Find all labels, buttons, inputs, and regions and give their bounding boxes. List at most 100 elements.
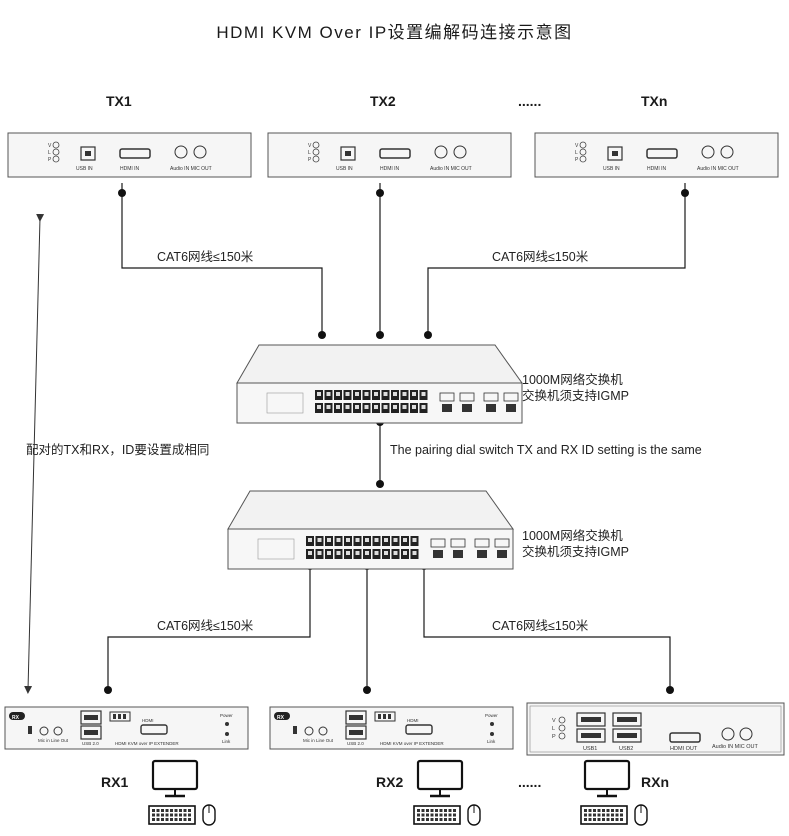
keyboard-key xyxy=(584,809,587,812)
switch-top xyxy=(236,344,523,424)
rxn-audio-jack xyxy=(721,727,735,741)
switch-port-pin xyxy=(326,392,331,396)
tx-usb-label: USB IN xyxy=(336,166,353,172)
diagram-title: HDMI KVM Over IP设置编解码连接示意图 xyxy=(216,23,573,42)
switch-port-pin xyxy=(374,551,379,555)
rxn-led xyxy=(558,732,566,740)
keyboard-key xyxy=(183,813,187,817)
tx-audio-label: Audio IN MIC OUT xyxy=(430,166,472,172)
switch-port-pin xyxy=(355,551,360,555)
cable-rx1 xyxy=(107,566,311,690)
keyboard-key xyxy=(430,813,434,817)
keyboard-key xyxy=(444,818,447,821)
switch-sfp-port xyxy=(486,404,496,412)
switch-port-pin xyxy=(421,405,426,409)
rx1-cable-dot xyxy=(104,686,112,694)
rx2-label: RX2 xyxy=(376,774,404,790)
keyboard-key xyxy=(588,809,592,812)
keyboard-key xyxy=(611,809,614,812)
tx1-cable-dot xyxy=(118,189,126,197)
rx-power-label: Power xyxy=(220,713,233,718)
cable-tx1 xyxy=(121,183,323,335)
tx2-cable-dot xyxy=(376,189,384,197)
rxn-led-label: V xyxy=(552,718,556,724)
switch-port-pin xyxy=(383,405,388,409)
switch-sfp-slot xyxy=(483,392,499,402)
keyboard-key xyxy=(620,813,623,817)
keyboard-key xyxy=(188,809,191,812)
monitor-icon xyxy=(416,759,464,791)
switch-bottom xyxy=(227,490,514,570)
keyboard-key xyxy=(179,809,182,812)
switch-port-pin xyxy=(336,538,341,542)
rx-product-label: HDMI KVM over IP EXTENDER xyxy=(115,741,179,746)
keyboard-key xyxy=(453,813,456,817)
keyboard-key xyxy=(602,809,605,812)
switch-link-dot-bottom xyxy=(376,480,384,488)
keyboard-key xyxy=(611,813,614,817)
switch-sfp-port xyxy=(433,550,443,558)
keyboard-key xyxy=(183,809,187,812)
keyboard-key xyxy=(435,813,438,817)
rx-hdmi-label: HDMI xyxy=(142,718,154,723)
cable-rxn xyxy=(423,566,671,690)
keyboard-key xyxy=(174,809,178,812)
keyboard-key xyxy=(426,813,429,817)
switch-port-pin xyxy=(317,392,321,396)
switch-port-pin xyxy=(345,405,350,409)
switch-sfp-slot xyxy=(494,538,510,548)
switch-port-pin xyxy=(346,551,350,555)
keyboard-key xyxy=(430,818,434,821)
keyboard-key xyxy=(615,809,619,812)
rx1-label: RX1 xyxy=(101,774,129,790)
monitor-icon xyxy=(583,759,631,791)
switch-top-dot-3 xyxy=(424,331,432,339)
switch-port-pin xyxy=(421,392,426,396)
keyboard-key xyxy=(448,809,452,812)
switch-port-pin xyxy=(336,405,340,409)
tx-led-label: L xyxy=(48,150,51,156)
switch-bottom-caption-1: 1000M网络交换机 xyxy=(522,529,623,543)
rx-link-label: Link xyxy=(222,739,231,744)
tx1-label: TX1 xyxy=(106,93,132,109)
tx-led-label: V xyxy=(308,143,312,149)
rx-product-label: HDMI KVM over IP EXTENDER xyxy=(380,741,444,746)
keyboard-key xyxy=(165,813,169,817)
keyboard-key xyxy=(183,818,187,821)
tx-led-label: P xyxy=(308,157,312,163)
switch-sfp-port xyxy=(462,404,472,412)
keyboard-key xyxy=(602,813,605,817)
rx-usb-label: USB 2.0 xyxy=(347,741,364,746)
rxn-inner xyxy=(529,705,782,753)
switch-sfp-slot xyxy=(430,538,446,548)
keyboard-key xyxy=(597,809,601,812)
rxn-usb-port xyxy=(612,712,642,727)
keyboard-key xyxy=(188,818,191,821)
switch-port-pin xyxy=(374,405,378,409)
rxn-usb-port-inner xyxy=(617,717,637,722)
switch-port-pin xyxy=(384,551,388,555)
switch-port-pin xyxy=(336,551,341,555)
switch-port-pin xyxy=(327,538,331,542)
switch-top-caption-2: 交换机须支持IGMP xyxy=(522,389,629,403)
switch-port-pin xyxy=(402,405,407,409)
keyboard-key xyxy=(426,818,429,821)
keyboard-key xyxy=(152,809,155,812)
switch-port-pin xyxy=(326,405,331,409)
rxn-hdmi-port xyxy=(669,732,701,743)
switch-port-pin xyxy=(374,538,379,542)
keyboard-key xyxy=(453,809,456,812)
switch-sfp-slot xyxy=(503,392,519,402)
switch-port-pin xyxy=(412,538,417,542)
keyboard-key xyxy=(417,809,420,812)
keyboard-key xyxy=(597,818,601,821)
keyboard-key xyxy=(584,818,587,821)
keyboard-key xyxy=(165,809,169,812)
txn-cable-dot xyxy=(681,189,689,197)
rxn-led xyxy=(558,716,566,724)
switch-port-pin xyxy=(317,538,322,542)
keyboard-key xyxy=(597,813,601,817)
